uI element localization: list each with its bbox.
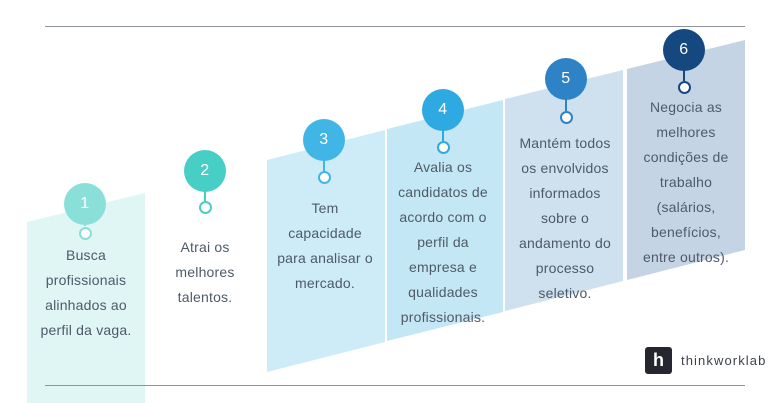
step-4-connector-ring-icon bbox=[437, 141, 450, 154]
step-3-panel bbox=[267, 130, 385, 372]
step-6-number-badge: 6 bbox=[663, 29, 705, 71]
brand-logo-h-icon: h bbox=[645, 347, 672, 374]
step-4-number-badge: 4 bbox=[422, 89, 464, 131]
step-4-panel bbox=[387, 100, 503, 341]
step-6-description: Negocia as melhores condições de trabalh… bbox=[642, 99, 730, 265]
step-2-number-badge: 2 bbox=[184, 150, 226, 192]
step-2-connector-ring-icon bbox=[199, 201, 212, 214]
step-5-panel bbox=[505, 70, 623, 311]
step-3-description: Tem capacidade para analisar o mercado. bbox=[277, 200, 373, 291]
step-1-number-badge: 1 bbox=[64, 183, 106, 225]
step-5-connector-ring-icon bbox=[560, 111, 573, 124]
step-5-description: Mantém todos os envolvidos informados so… bbox=[519, 135, 611, 301]
step-1-connector-ring-icon bbox=[79, 227, 92, 240]
brand-logo: h thinkworklab bbox=[645, 347, 766, 374]
step-1-description: Busca profissionais alinhados ao perfil … bbox=[40, 247, 132, 338]
step-4-description: Avalia os candidatos de acordo com o per… bbox=[398, 159, 488, 325]
step-3-number-badge: 3 bbox=[303, 119, 345, 161]
step-6-connector-ring-icon bbox=[678, 81, 691, 94]
brand-name: thinkworklab bbox=[681, 353, 767, 368]
top-divider-line bbox=[45, 26, 745, 27]
step-2-description: Atrai os melhores talentos. bbox=[175, 239, 235, 305]
step-5-number-badge: 5 bbox=[545, 58, 587, 100]
bottom-divider-line bbox=[45, 385, 745, 386]
step-6-panel bbox=[627, 40, 745, 280]
step-3-connector-ring-icon bbox=[318, 171, 331, 184]
